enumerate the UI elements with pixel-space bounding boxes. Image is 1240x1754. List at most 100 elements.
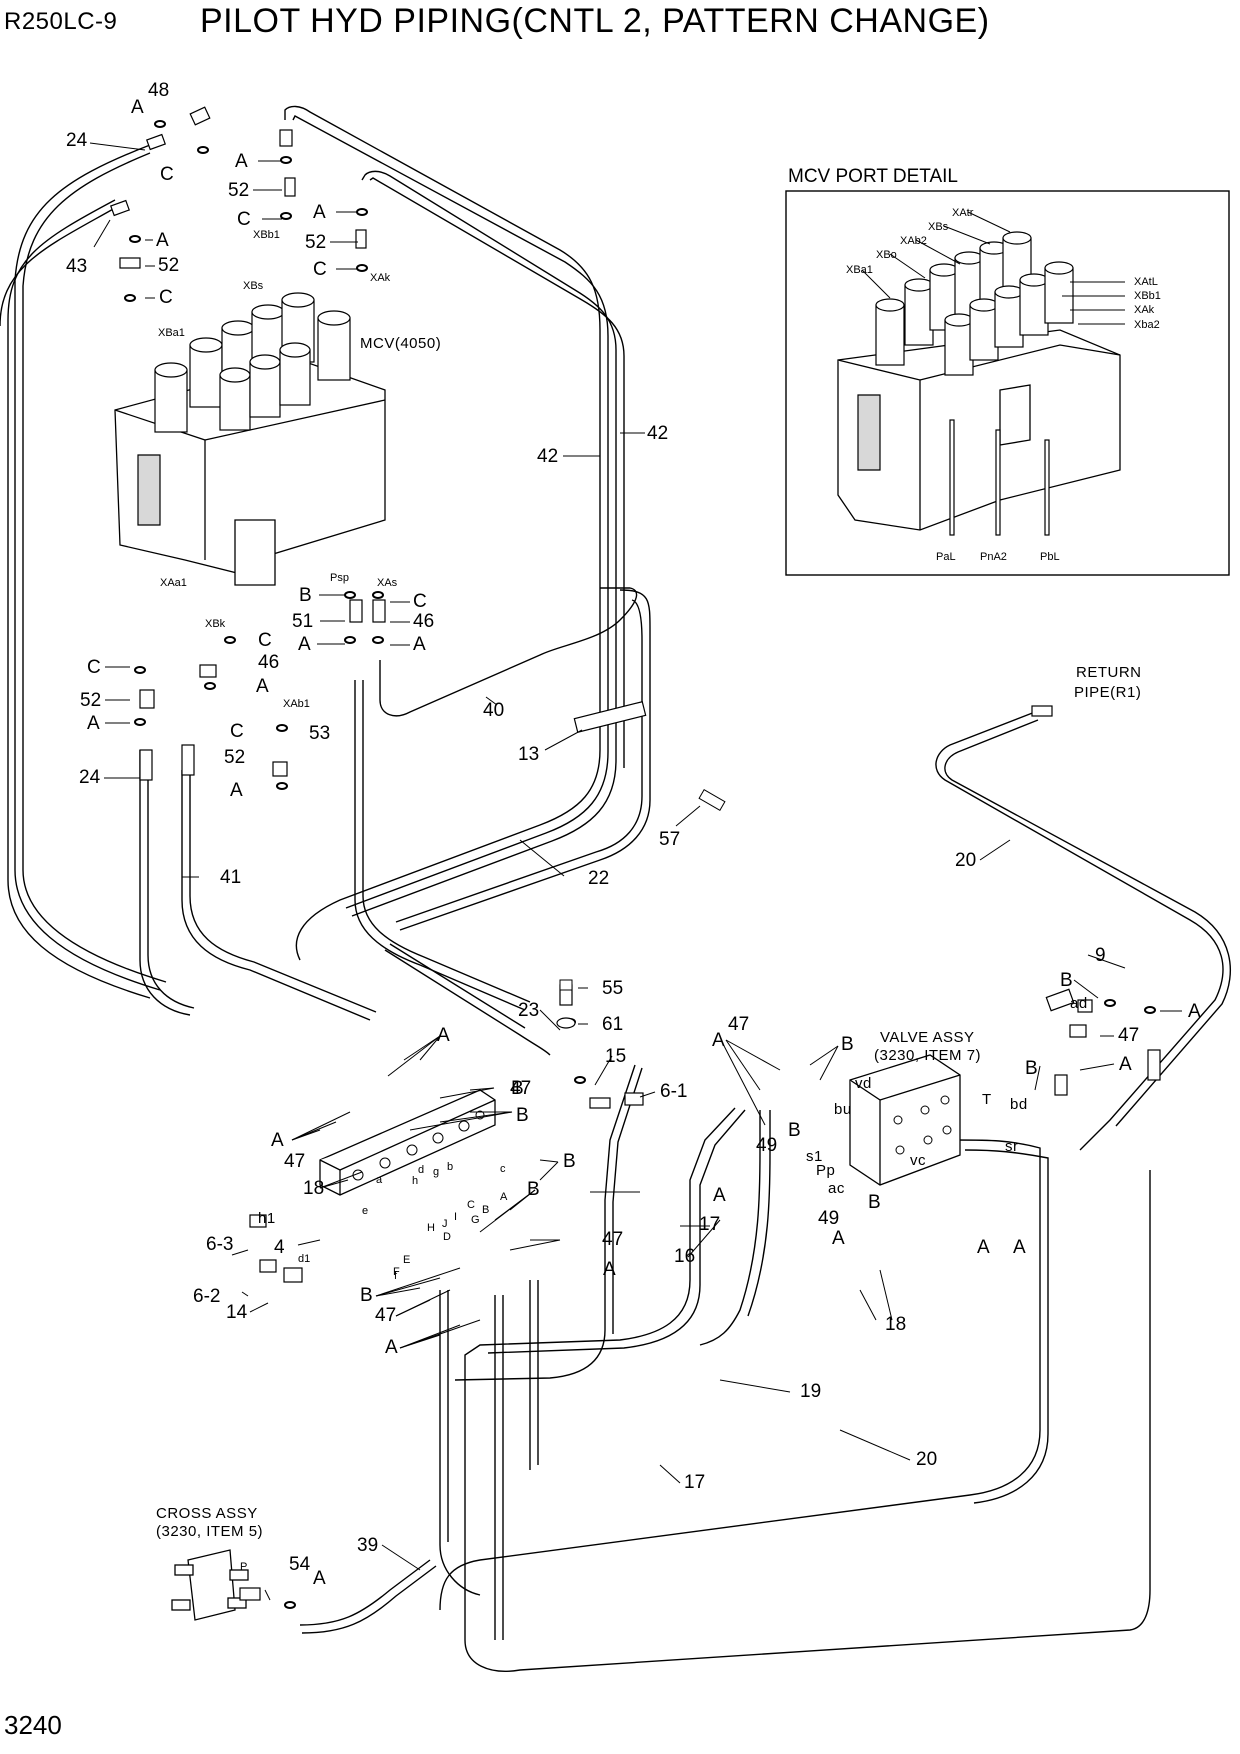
callout-label: A bbox=[1188, 1001, 1201, 1022]
callout-label: C bbox=[413, 591, 427, 612]
detail-port-label: PnA2 bbox=[980, 551, 1007, 563]
port-label: b bbox=[447, 1161, 453, 1173]
callout-label: B bbox=[516, 1105, 529, 1126]
port-label: sr bbox=[1005, 1138, 1019, 1155]
callout-label: A bbox=[437, 1025, 450, 1046]
callout-label: 52 bbox=[80, 690, 101, 711]
callout-label: 39 bbox=[357, 1535, 378, 1556]
callout-label: 17 bbox=[684, 1472, 705, 1493]
port-label: f bbox=[394, 1270, 398, 1282]
port-label: bd bbox=[1010, 1096, 1028, 1113]
callout-label: B bbox=[360, 1285, 373, 1306]
port-label: I bbox=[454, 1211, 457, 1223]
callout-label: 40 bbox=[483, 700, 504, 721]
callout-label: 24 bbox=[66, 130, 88, 151]
port-label: XAb1 bbox=[283, 698, 310, 710]
port-label: h bbox=[412, 1175, 418, 1187]
callout-label: B bbox=[527, 1179, 540, 1200]
callout-label: A bbox=[87, 713, 100, 734]
callout-label: A bbox=[131, 97, 144, 118]
assembly-label: (3230, ITEM 5) bbox=[156, 1523, 263, 1540]
port-label: T bbox=[982, 1091, 992, 1108]
assembly-label: VALVE ASSY bbox=[880, 1029, 975, 1046]
port-label: B bbox=[482, 1204, 489, 1216]
mcv-detail-drawing bbox=[837, 231, 1121, 536]
port-label: d1 bbox=[298, 1253, 310, 1265]
callout-label: C bbox=[237, 209, 251, 230]
callout-label: 16 bbox=[674, 1246, 695, 1267]
callout-label: A bbox=[1013, 1237, 1026, 1258]
port-label: XBs bbox=[243, 280, 264, 292]
port-label: A bbox=[500, 1191, 508, 1203]
callout-label: 52 bbox=[305, 232, 326, 253]
pilot-pipe-runs bbox=[0, 105, 1231, 1672]
callout-label: B bbox=[299, 585, 312, 606]
callout-label: A bbox=[413, 634, 426, 655]
callout-label: 15 bbox=[605, 1046, 626, 1067]
port-label: XAk bbox=[370, 272, 391, 284]
detail-port-label: PbL bbox=[1040, 551, 1060, 563]
callout-label: B bbox=[1025, 1058, 1038, 1079]
callout-label: A bbox=[271, 1130, 284, 1151]
callout-label: 52 bbox=[224, 747, 245, 768]
callout-label: 4 bbox=[274, 1237, 285, 1258]
callout-label: 6-2 bbox=[193, 1286, 220, 1307]
port-label: bu bbox=[834, 1101, 852, 1118]
callout-label: 48 bbox=[148, 80, 169, 101]
port-label: XBk bbox=[205, 618, 226, 630]
callout-label: 49 bbox=[818, 1208, 839, 1229]
callout-label: 19 bbox=[800, 1381, 821, 1402]
port-label: XAs bbox=[377, 577, 398, 589]
callout-label: C bbox=[230, 721, 244, 742]
callout-label: A bbox=[385, 1337, 398, 1358]
port-label: g bbox=[433, 1166, 439, 1178]
callout-label: 53 bbox=[309, 723, 330, 744]
callout-label: C bbox=[87, 657, 101, 678]
callout-label: 17 bbox=[699, 1214, 720, 1235]
callout-label: C bbox=[159, 287, 173, 308]
callout-label: A bbox=[977, 1237, 990, 1258]
port-label: D bbox=[443, 1231, 451, 1243]
port-label: Pp bbox=[816, 1162, 835, 1179]
callout-label: 9 bbox=[1095, 945, 1106, 966]
detail-port-label: XAtL bbox=[1134, 276, 1158, 288]
callout-label: 20 bbox=[955, 850, 976, 871]
mcv-port-detail-title: MCV PORT DETAIL bbox=[788, 166, 958, 187]
callout-label: 20 bbox=[916, 1449, 937, 1470]
detail-port-label: XAtr bbox=[952, 207, 974, 219]
callout-label: 14 bbox=[226, 1302, 248, 1323]
callout-label: 46 bbox=[413, 611, 434, 632]
mcv-4050-drawing bbox=[114, 292, 386, 586]
callout-label: 6-3 bbox=[206, 1234, 233, 1255]
port-label: C bbox=[467, 1199, 475, 1211]
callout-label: 51 bbox=[292, 611, 313, 632]
model-code: R250LC-9 bbox=[4, 8, 118, 35]
callout-label: A bbox=[313, 1568, 326, 1589]
fittings bbox=[110, 106, 1161, 1609]
port-label: E bbox=[403, 1254, 410, 1266]
callout-label: 47 bbox=[1118, 1025, 1139, 1046]
callout-label: 47 bbox=[284, 1151, 305, 1172]
assembly-label: (3230, ITEM 7) bbox=[874, 1047, 981, 1064]
callout-label: A bbox=[713, 1185, 726, 1206]
callout-label: B bbox=[511, 1078, 524, 1099]
port-label: XBb1 bbox=[253, 229, 280, 241]
detail-port-label: XBb1 bbox=[1134, 290, 1161, 302]
port-label: P bbox=[240, 1561, 247, 1573]
callout-label: 52 bbox=[228, 180, 249, 201]
port-label: F bbox=[393, 1266, 400, 1278]
page-number: 3240 bbox=[4, 1710, 62, 1740]
callout-label: B bbox=[841, 1034, 854, 1055]
port-label: J bbox=[442, 1218, 448, 1230]
port-label: ac bbox=[828, 1180, 845, 1197]
callout-label: 46 bbox=[258, 652, 279, 673]
callout-label: 55 bbox=[602, 978, 623, 999]
callout-label: A bbox=[230, 780, 243, 801]
callout-label: C bbox=[313, 259, 327, 280]
callout-label: C bbox=[258, 630, 272, 651]
page-title: PILOT HYD PIPING(CNTL 2, PATTERN CHANGE) bbox=[200, 2, 990, 40]
callout-label: 57 bbox=[659, 829, 680, 850]
callout-label: 61 bbox=[602, 1014, 623, 1035]
callout-label: A bbox=[603, 1259, 616, 1280]
